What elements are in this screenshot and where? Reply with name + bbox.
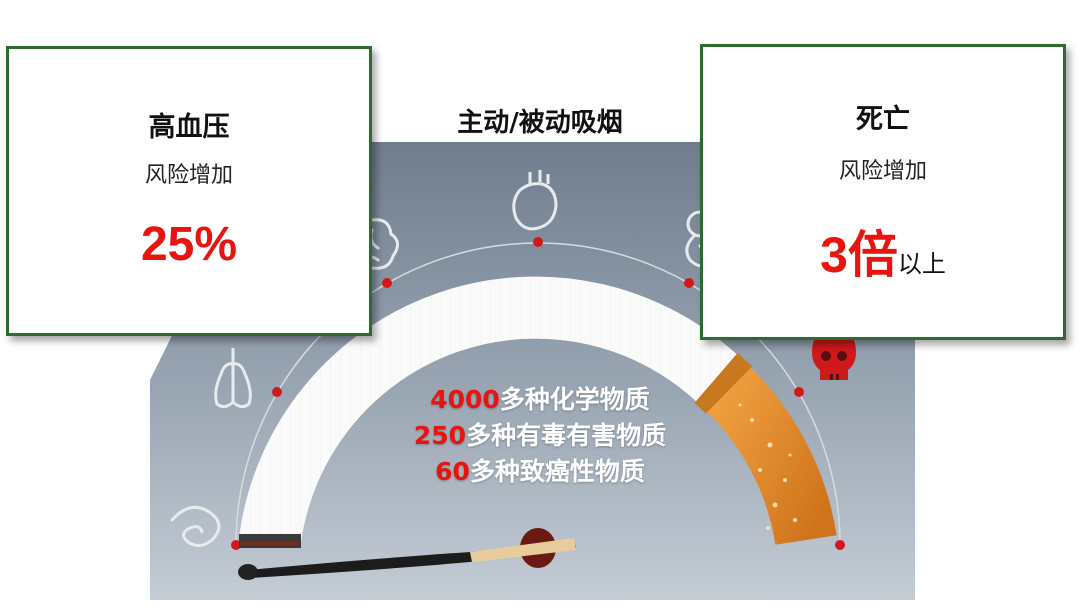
fact-carcinogen-number: 60 bbox=[435, 457, 470, 486]
fact-toxic-number: 250 bbox=[413, 421, 467, 450]
death-stat-value: 3倍 bbox=[820, 227, 898, 283]
death-card: 死亡 风险增加 3倍以上 bbox=[700, 44, 1066, 340]
fact-chemicals-text: 多种化学物质 bbox=[499, 385, 650, 414]
hypertension-card: 高血压 风险增加 25% bbox=[6, 46, 372, 336]
fact-toxic-text: 多种有毒有害物质 bbox=[466, 421, 667, 450]
skull-icon bbox=[812, 330, 856, 380]
center-title: 主动/被动吸烟 bbox=[457, 108, 623, 138]
death-title: 死亡 bbox=[856, 104, 910, 135]
hypertension-subtitle: 风险增加 bbox=[144, 163, 233, 188]
fact-carcinogen: 60多种致癌性物质 bbox=[300, 452, 780, 488]
fact-toxic: 250多种有毒有害物质 bbox=[300, 416, 780, 452]
fact-chemicals-number: 4000 bbox=[430, 385, 500, 414]
hypertension-title: 高血压 bbox=[148, 112, 230, 143]
fact-chemicals: 4000多种化学物质 bbox=[300, 380, 780, 416]
death-subtitle: 风险增加 bbox=[838, 159, 927, 184]
death-stat: 3倍以上 bbox=[703, 215, 1063, 287]
cigarette-filter bbox=[701, 361, 837, 546]
intestine-icon bbox=[170, 505, 221, 547]
death-stat-suffix: 以上 bbox=[897, 251, 946, 278]
heart-icon bbox=[512, 170, 558, 231]
arc-dots bbox=[231, 237, 845, 550]
hypertension-stat: 25% bbox=[140, 218, 238, 271]
lungs-icon bbox=[214, 348, 252, 409]
fact-carcinogen-text: 多种致癌性物质 bbox=[469, 457, 645, 486]
